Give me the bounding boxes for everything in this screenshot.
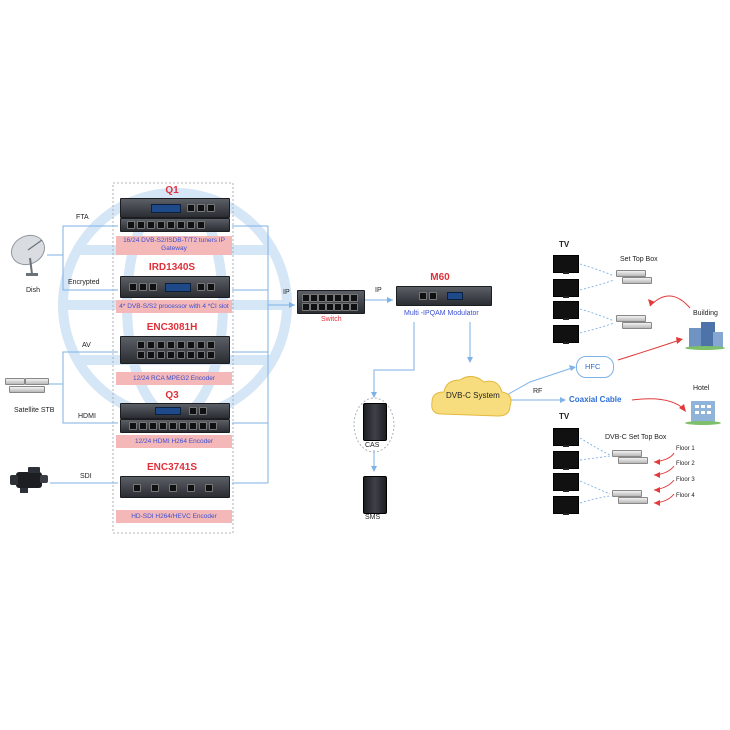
- q1-caption: 16/24 DVB-S2/ISDB-T/T2 tuners IP Gateway: [116, 236, 232, 255]
- q3-title: Q3: [165, 390, 179, 401]
- dvbc-stb-label: DVB-C Set Top Box: [605, 434, 667, 441]
- tv-top-label: TV: [559, 240, 570, 249]
- cas-server-icon: [363, 403, 387, 441]
- stb-icon: [622, 277, 652, 284]
- enc3081-caption: 12/24 RCA MPEG2 Encoder: [116, 372, 232, 385]
- m60-caption: Multi -IPQAM Modulator: [404, 310, 479, 317]
- sms-label: SMS: [365, 514, 381, 521]
- sdi-label: SDI: [80, 473, 92, 480]
- stb-icon: [612, 450, 642, 457]
- hdmi-label: HDMI: [78, 413, 96, 420]
- ip-out-label: IP: [375, 287, 382, 294]
- stb-icon: [616, 315, 646, 322]
- enc3081-title: ENC3081H: [146, 322, 198, 333]
- floor-2-label: Floor 2: [676, 461, 695, 467]
- q1-device: [120, 198, 230, 218]
- sms-server-icon: [363, 476, 387, 514]
- cas-label: CAS: [365, 442, 380, 449]
- stb-icon: [622, 322, 652, 329]
- encrypted-label: Encrypted: [68, 279, 100, 286]
- hfc-bubble: [576, 356, 614, 378]
- tv-icon: [553, 428, 579, 447]
- coax-label: Coaxial Cable: [569, 395, 622, 404]
- m60-device: [396, 286, 492, 306]
- hotel-icon: [685, 401, 721, 425]
- tv-icon: [553, 301, 579, 320]
- enc3741-device: [120, 476, 230, 498]
- q3-device: [120, 403, 230, 419]
- dvbc-label: DVB-C System: [446, 391, 500, 400]
- satellite-stb-label: Satellite STB: [14, 407, 55, 414]
- tv-icon: [553, 255, 579, 274]
- set-top-box-label: Set Top Box: [620, 256, 658, 263]
- camcorder-icon: [10, 467, 48, 493]
- satellite-dish-icon: [10, 234, 46, 276]
- ip-in-label: IP: [283, 289, 290, 296]
- enc3741-caption: HD-SDI H264/HEVC Encoder: [116, 510, 232, 523]
- dish-label: Dish: [26, 287, 41, 294]
- ird-device: [120, 276, 230, 298]
- tv-icon: [553, 279, 579, 298]
- av-label: AV: [82, 342, 91, 349]
- floor-4-label: Floor 4: [676, 493, 695, 499]
- building-label: Building: [693, 310, 718, 317]
- switch-device: [297, 290, 365, 314]
- stb-icon: [616, 270, 646, 277]
- floor-1-label: Floor 1: [676, 446, 695, 452]
- satellite-stb-icon: [5, 378, 51, 394]
- tv-bottom-label: TV: [559, 412, 570, 421]
- floor-3-label: Floor 3: [676, 477, 695, 483]
- hotel-label: Hotel: [693, 385, 710, 392]
- tv-icon: [553, 496, 579, 515]
- hfc-label: HFC: [585, 362, 601, 371]
- tv-icon: [553, 325, 579, 344]
- fta-label: FTA: [76, 214, 89, 221]
- ird-caption: 4* DVB-S/S2 processor with 4 *CI slot: [116, 300, 232, 313]
- enc3741-title: ENC3741S: [146, 462, 198, 473]
- tv-icon: [553, 451, 579, 470]
- building-icon: [685, 322, 725, 350]
- q1-device-rear: [120, 218, 230, 232]
- q3-device-rear: [120, 419, 230, 433]
- q1-title: Q1: [165, 185, 179, 196]
- stb-icon: [612, 490, 642, 497]
- dvbc-cloud-icon: [431, 376, 512, 417]
- stb-icon: [618, 497, 648, 504]
- ird-title: IRD1340S: [148, 262, 196, 273]
- rf-label: RF: [533, 388, 543, 395]
- device-stack-frame: [112, 182, 234, 534]
- q3-caption: 12/24 HDMI H264 Encoder: [116, 435, 232, 448]
- cas-ellipse: [353, 397, 395, 453]
- m60-title: M60: [430, 272, 450, 283]
- enc3081-device: [120, 336, 230, 364]
- tv-icon: [553, 473, 579, 492]
- stb-icon: [618, 457, 648, 464]
- switch-label: Switch: [321, 316, 342, 323]
